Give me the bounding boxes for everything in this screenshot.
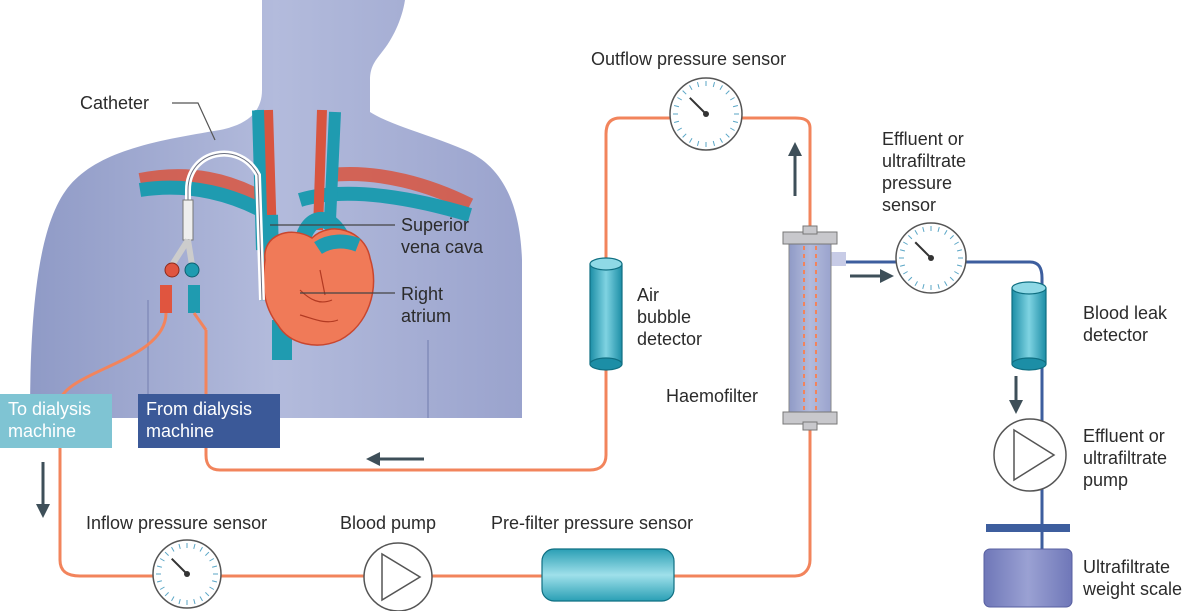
effluent-pump-label: Effluent or ultrafiltrate pump — [1083, 426, 1168, 490]
heart-illustration — [262, 228, 375, 346]
right-atrium-label: Right atrium — [401, 284, 452, 326]
weight-scale-label: Ultrafiltrate weight scale — [1083, 557, 1183, 599]
gauge-icon — [895, 222, 967, 294]
pulmonary-artery — [314, 234, 361, 255]
haemofilter-label: Haemofilter — [666, 386, 759, 406]
air-bubble-detector-label: Air bubble detector — [637, 285, 703, 349]
blue-connector — [188, 285, 200, 313]
catheter-leader — [172, 102, 216, 141]
from-dialysis-machine-box: From dialysis machine — [138, 394, 280, 448]
blood-leak-detector-shape — [1011, 281, 1047, 371]
pump-triangle-icon — [363, 542, 433, 611]
haemofilter-shape — [782, 225, 838, 431]
carotid-right — [313, 109, 327, 231]
catheter-hub — [182, 199, 194, 241]
flow-arrow-icon — [36, 142, 1023, 518]
effluent-pressure-sensor-label: Effluent or ultrafiltrate pressure senso… — [882, 129, 967, 215]
catheter-split — [169, 238, 195, 267]
weight-scale-shape — [983, 524, 1073, 608]
left-subclavian-vessel — [138, 169, 269, 207]
superior-vena-cava-label: Superior vena cava — [401, 215, 484, 257]
to-dialysis-machine-box: To dialysis machine — [0, 394, 112, 448]
pump-triangle-icon — [993, 418, 1067, 492]
inflow-pressure-sensor-label: Inflow pressure sensor — [86, 513, 268, 533]
blue-clamp — [184, 262, 200, 278]
right-subclavian-vessel — [329, 167, 474, 212]
blood-leak-detector-label: Blood leak detector — [1083, 303, 1168, 345]
pre-filter-sensor-shape — [541, 548, 675, 602]
heart-detail-1 — [299, 269, 339, 323]
gauge-icon — [669, 77, 743, 151]
catheter-tube-outline — [187, 153, 263, 301]
pre-filter-pressure-sensor-label: Pre-filter pressure sensor — [491, 513, 694, 533]
jugular-right — [324, 111, 341, 221]
air-bubble-detector-shape — [589, 257, 623, 371]
from-machine-line — [192, 312, 208, 331]
catheter-label: Catheter — [80, 93, 150, 113]
to-machine-line — [58, 116, 812, 578]
red-clamp — [164, 262, 180, 278]
red-connector — [160, 285, 172, 313]
blood-pump-label: Blood pump — [340, 513, 437, 533]
gauge-icon — [152, 539, 222, 609]
effluent-line — [838, 260, 1044, 555]
outflow-pressure-sensor-label: Outflow pressure sensor — [591, 49, 787, 69]
